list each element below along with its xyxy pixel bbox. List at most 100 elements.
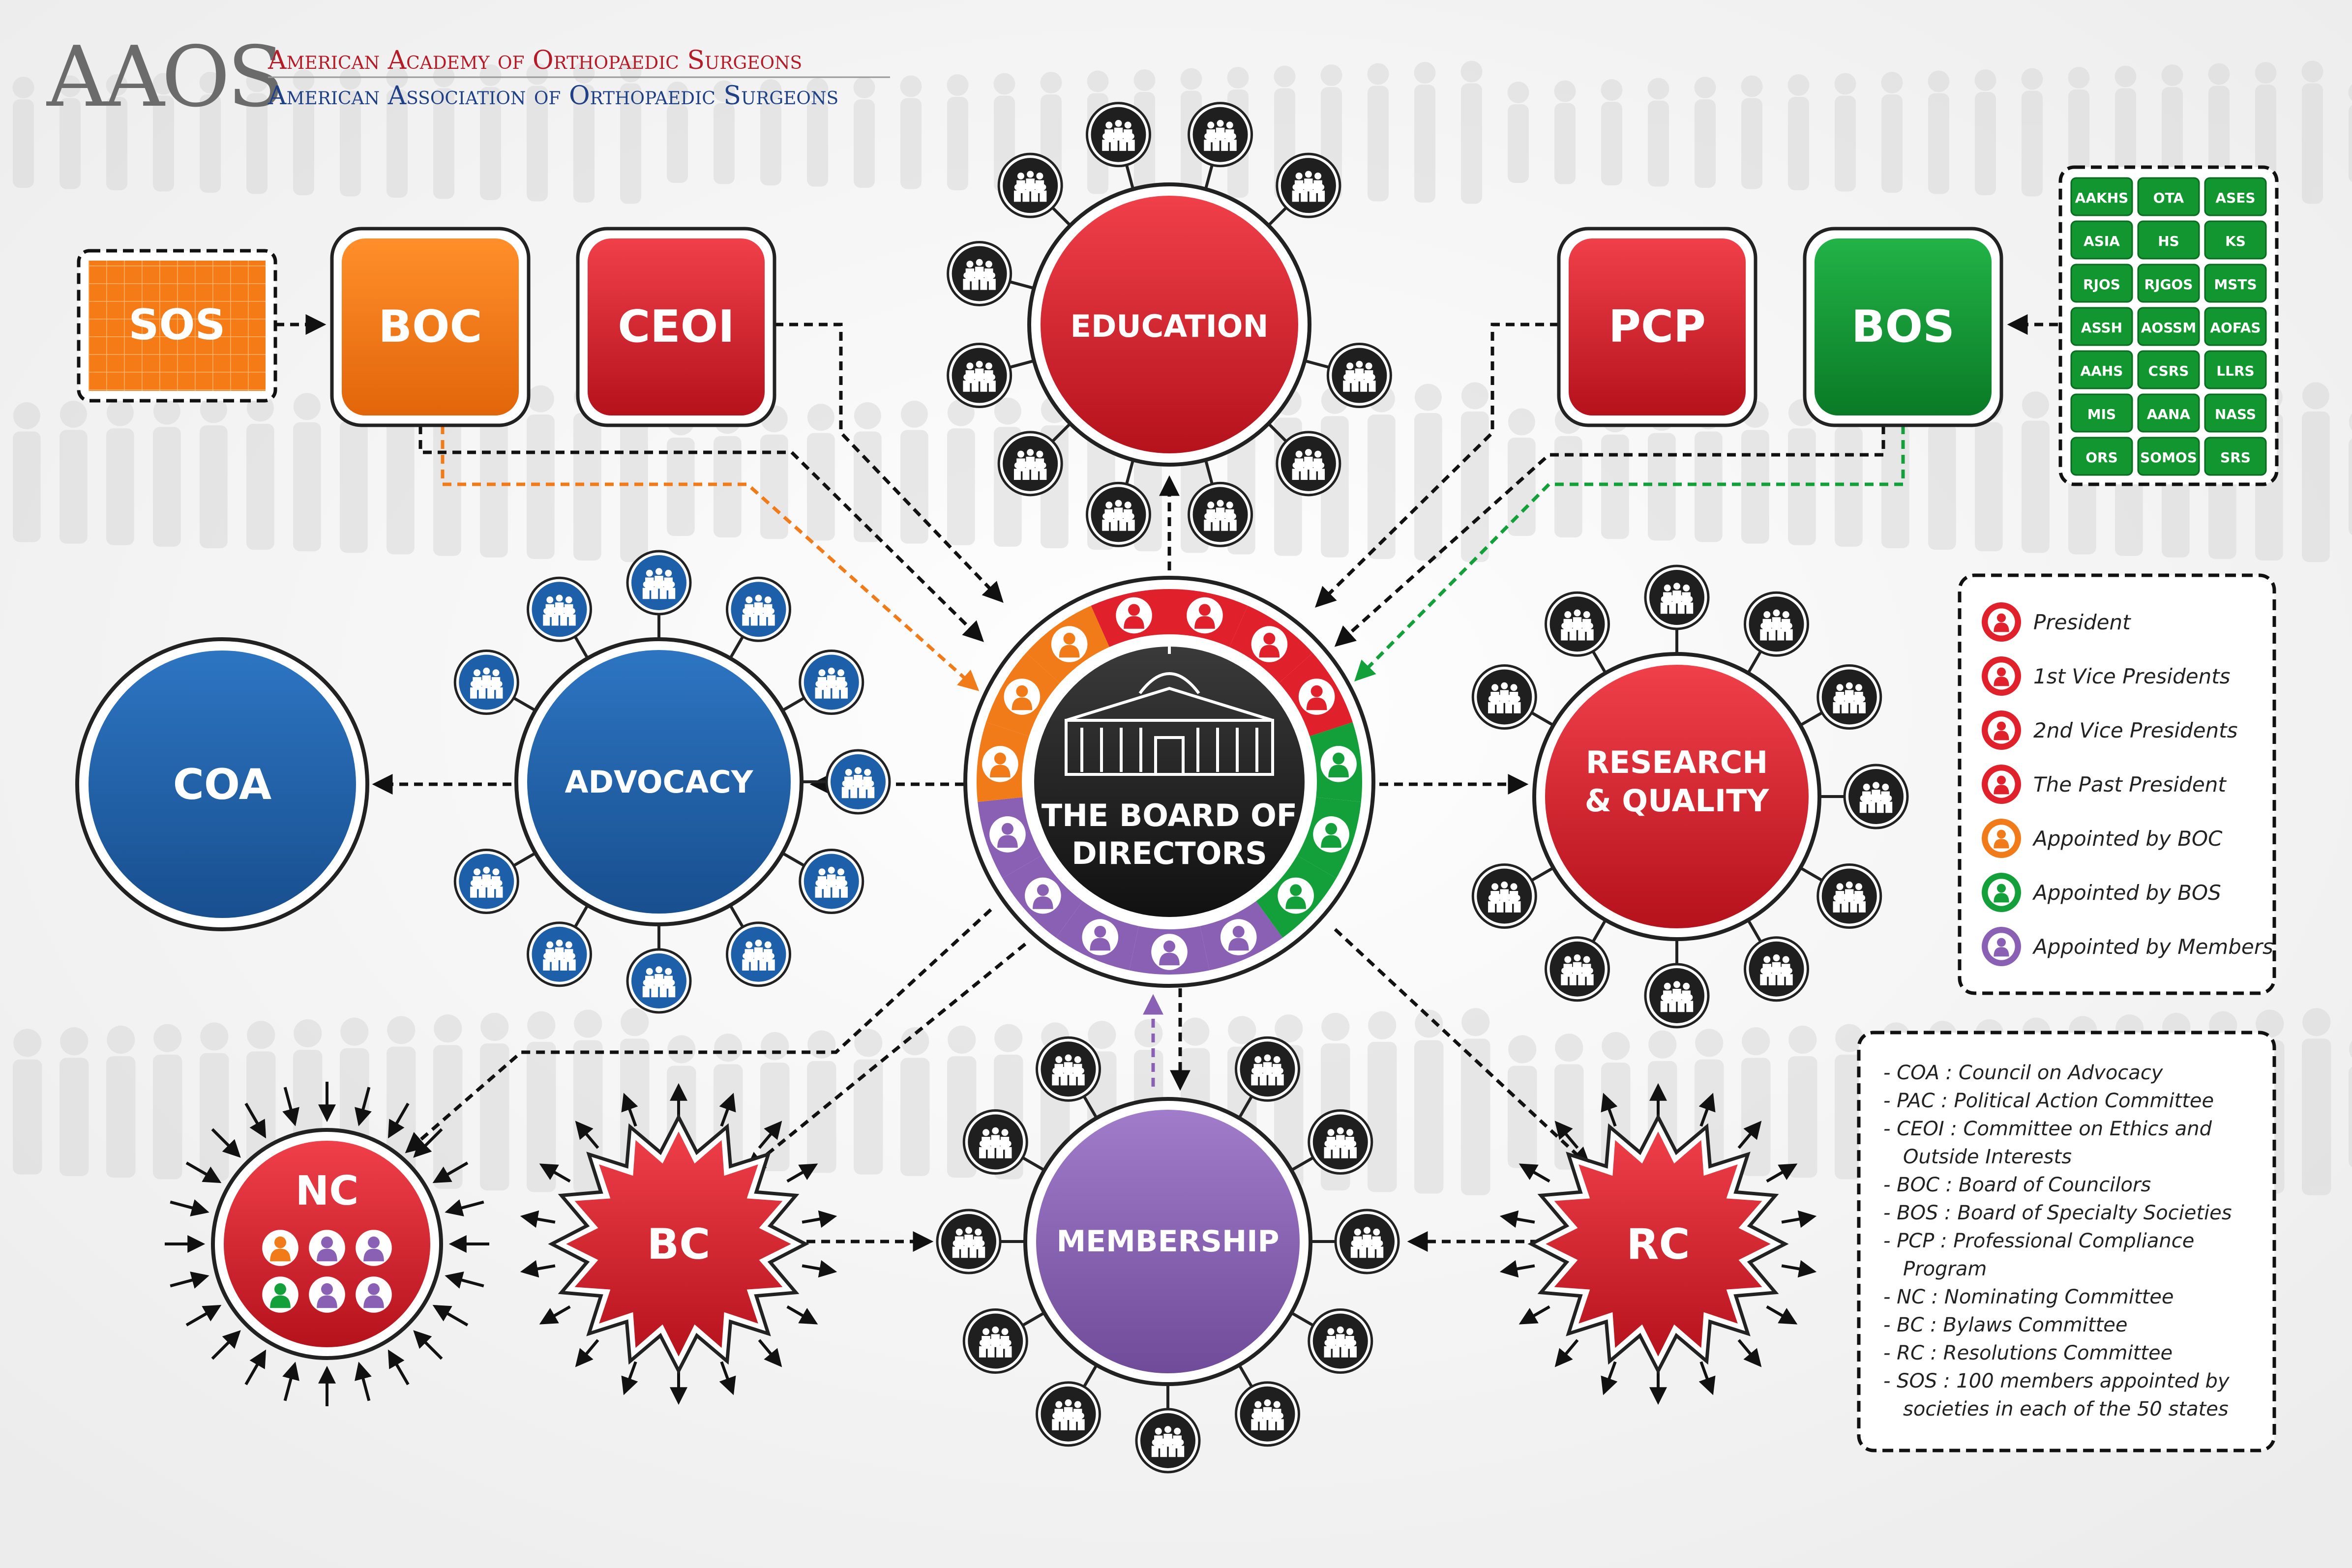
board-seat-person-icon[interactable] (1116, 597, 1152, 634)
society-tag[interactable]: AOFAS (2204, 307, 2267, 346)
research-member-group[interactable] (1816, 664, 1882, 730)
society-label: RJGOS (2144, 276, 2193, 293)
membership-member-group[interactable] (1235, 1381, 1300, 1447)
society-tag[interactable]: RJOS (2070, 264, 2133, 303)
board-seat-person-icon[interactable] (1051, 626, 1088, 662)
nc-input-arrow (211, 1330, 241, 1360)
board-seat-person-icon[interactable] (1004, 679, 1041, 715)
society-tag[interactable]: ORS (2070, 437, 2133, 476)
education-member-group[interactable] (1188, 102, 1253, 168)
board-seat-person-icon[interactable] (1278, 877, 1314, 914)
bc-hub[interactable] (555, 1120, 803, 1368)
board-seat-person-icon[interactable] (1082, 919, 1119, 955)
hubs: EDUCATION ADVOCACY COA RESEARCH & QUALIT… (75, 182, 1821, 1406)
board-seat-person-icon[interactable] (1025, 877, 1061, 914)
education-member-group[interactable] (947, 240, 1012, 306)
research-member-group[interactable] (1644, 963, 1710, 1029)
society-tag[interactable]: RJGOS (2137, 264, 2200, 303)
advocacy-member-group[interactable] (626, 550, 692, 616)
membership-member-group[interactable] (936, 1209, 1002, 1274)
board-seat-person-icon[interactable] (1298, 679, 1335, 715)
advocacy-member-group[interactable] (726, 576, 791, 642)
membership-member-group[interactable] (1235, 1036, 1300, 1102)
education-member-group[interactable] (997, 431, 1063, 497)
research-member-group[interactable] (1471, 863, 1537, 929)
research-member-group[interactable] (1744, 591, 1809, 657)
society-tag[interactable]: ASES (2204, 177, 2267, 216)
research-member-group[interactable] (1545, 591, 1610, 657)
membership-member-group[interactable] (962, 1308, 1028, 1374)
advocacy-member-group[interactable] (825, 749, 891, 815)
coa-hub[interactable] (89, 651, 356, 918)
research-member-group[interactable] (1843, 764, 1909, 829)
advocacy-member-group[interactable] (453, 650, 519, 715)
membership-member-group[interactable] (1334, 1209, 1400, 1274)
boc-appoints-board-arrow (441, 425, 980, 691)
society-tag[interactable]: NASS (2204, 393, 2267, 433)
education-member-group[interactable] (1188, 481, 1253, 547)
society-tag[interactable]: LLRS (2204, 350, 2267, 389)
pcp-box[interactable] (1569, 238, 1746, 415)
board-seat-person-icon[interactable] (1313, 816, 1349, 853)
advocacy-member-group[interactable] (799, 849, 864, 914)
person-silhouette (106, 399, 134, 545)
board-seat-person-icon[interactable] (1187, 597, 1223, 634)
society-tag[interactable]: KS (2204, 220, 2267, 260)
board-seat-person-icon[interactable] (1151, 934, 1188, 970)
membership-member-group[interactable] (1036, 1036, 1101, 1102)
society-label: AAKHS (2075, 190, 2129, 206)
advocacy-member-group[interactable] (726, 921, 791, 987)
research-member-group[interactable] (1471, 664, 1537, 730)
education-hub[interactable] (1041, 196, 1298, 453)
advocacy-member-group[interactable] (799, 650, 864, 715)
society-tag[interactable]: MSTS (2204, 264, 2267, 303)
boc-box[interactable] (342, 238, 519, 415)
society-tag[interactable]: MIS (2070, 393, 2133, 433)
board-seat-person-icon[interactable] (982, 746, 1018, 782)
board-seat-person-icon[interactable] (1220, 919, 1257, 955)
advocacy-member-group[interactable] (527, 576, 592, 642)
research-member-group[interactable] (1744, 936, 1809, 1002)
society-tag[interactable]: HS (2137, 220, 2200, 260)
board-seat-person-icon[interactable] (1251, 626, 1288, 662)
education-member-group[interactable] (947, 343, 1012, 409)
society-tag[interactable]: CSRS (2137, 350, 2200, 389)
ceoi-box[interactable] (588, 238, 765, 415)
society-tag[interactable]: ASSH (2070, 307, 2133, 346)
membership-member-group[interactable] (1135, 1408, 1201, 1474)
education-member-group[interactable] (1326, 343, 1392, 409)
society-tag[interactable]: OTA (2137, 177, 2200, 216)
education-member-group[interactable] (997, 152, 1063, 218)
education-member-group[interactable] (1276, 152, 1341, 218)
society-tag[interactable]: AANA (2137, 393, 2200, 433)
membership-member-group[interactable] (962, 1109, 1028, 1175)
membership-member-group[interactable] (1308, 1109, 1373, 1175)
board-seat-person-icon[interactable] (989, 816, 1026, 853)
board-seat-person-icon[interactable] (1320, 746, 1357, 782)
research-hub[interactable] (1545, 665, 1809, 928)
advocacy-member-group[interactable] (527, 921, 592, 987)
advocacy-member-group[interactable] (626, 948, 692, 1014)
education-member-group[interactable] (1085, 102, 1151, 168)
society-tag[interactable]: ASIA (2070, 220, 2133, 260)
advocacy-member-group[interactable] (453, 849, 519, 914)
membership-hub[interactable] (1036, 1110, 1300, 1373)
board-to-nc-arrow (405, 908, 992, 1154)
advocacy-hub[interactable] (527, 650, 791, 914)
board-core[interactable] (1034, 647, 1305, 917)
membership-member-group[interactable] (1308, 1308, 1373, 1374)
society-tag[interactable]: AAHS (2070, 350, 2133, 389)
society-tag[interactable]: SOMOS (2137, 437, 2200, 476)
research-member-group[interactable] (1644, 564, 1710, 630)
bos-box[interactable] (1815, 238, 1992, 415)
research-member-group[interactable] (1816, 863, 1882, 929)
education-member-group[interactable] (1085, 481, 1151, 547)
rc-hub[interactable] (1534, 1120, 1782, 1368)
society-tag[interactable]: AAKHS (2070, 177, 2133, 216)
research-member-group[interactable] (1545, 936, 1610, 1002)
society-tag[interactable]: AOSSM (2137, 307, 2200, 346)
society-tag[interactable]: SRS (2204, 437, 2267, 476)
education-member-group[interactable] (1276, 431, 1341, 497)
person-silhouette (900, 400, 928, 544)
membership-member-group[interactable] (1036, 1381, 1101, 1447)
